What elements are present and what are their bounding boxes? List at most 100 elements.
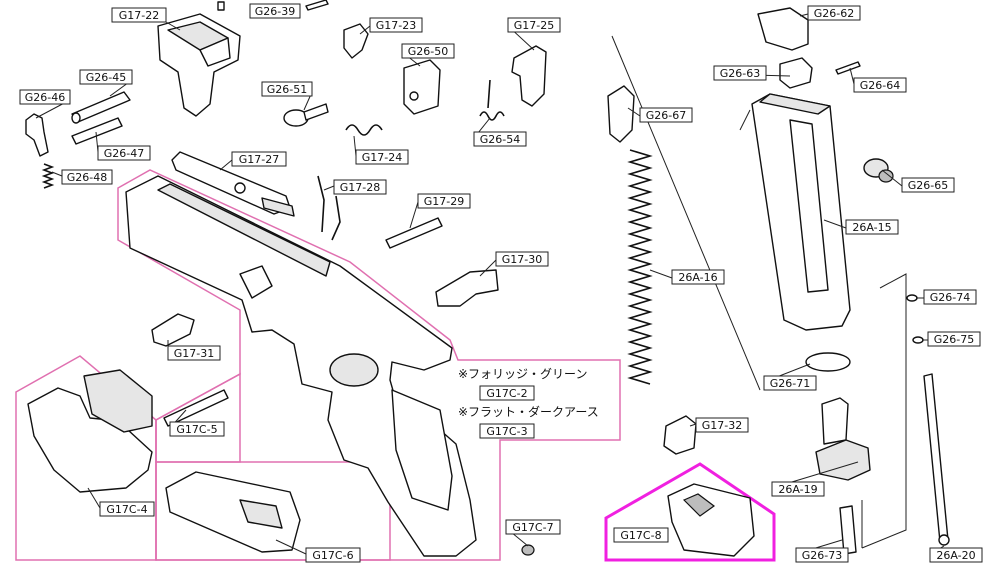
part-label-g26-45: G26-45 bbox=[79, 69, 133, 85]
part-label-g26-62: G26-62 bbox=[807, 5, 861, 21]
part-label-box bbox=[923, 289, 977, 305]
part-label-text: G26-71 bbox=[770, 377, 811, 390]
lever-part bbox=[25, 113, 49, 157]
rod-part bbox=[923, 373, 949, 543]
part-label-box bbox=[169, 421, 225, 437]
part-label-g17-30: G17-30 bbox=[495, 251, 549, 267]
part-label-text: G26-64 bbox=[860, 79, 901, 92]
part-label-text: 26A-16 bbox=[678, 271, 717, 284]
part-label-box bbox=[763, 375, 817, 391]
part-label-box bbox=[99, 501, 155, 517]
part-label-box bbox=[79, 69, 133, 85]
part-label-text: G17C-2 bbox=[486, 387, 527, 400]
part-label-g26-50: G26-50 bbox=[401, 43, 455, 59]
part-label-text: G17-25 bbox=[514, 19, 555, 32]
part-label-text: G26-73 bbox=[802, 549, 843, 562]
locking-block-part bbox=[151, 313, 195, 347]
part-label-text: G17C-8 bbox=[620, 529, 661, 542]
pin-part bbox=[217, 1, 225, 11]
note-foliage: ※フォリッジ・グリーン bbox=[458, 367, 587, 381]
part-label-text: G17C-5 bbox=[176, 423, 217, 436]
part-label-box bbox=[61, 169, 113, 185]
trigger-housing-part bbox=[157, 13, 241, 117]
part-label-g26-67: G26-67 bbox=[639, 107, 693, 123]
baseplate-group-outline bbox=[155, 461, 391, 561]
part-label-box bbox=[167, 345, 221, 361]
part-label-g17-31: G17-31 bbox=[167, 345, 221, 361]
part-label-box bbox=[845, 219, 899, 235]
part-label-26a-16: 26A-16 bbox=[671, 269, 725, 285]
part-label-text: G26-48 bbox=[67, 171, 108, 184]
part-label-box bbox=[231, 151, 287, 167]
pin-part bbox=[71, 91, 131, 123]
group-outlines bbox=[15, 169, 621, 561]
part-label-box bbox=[505, 519, 561, 535]
magazine-spring-part bbox=[627, 149, 653, 385]
wire-spring-part bbox=[317, 175, 341, 241]
part-label-box bbox=[795, 547, 849, 563]
part-label-text: G17C-6 bbox=[312, 549, 353, 562]
part-label-box bbox=[639, 107, 693, 123]
part-label-g17c-8: G17C-8 bbox=[613, 527, 669, 543]
part-label-text: G17-28 bbox=[340, 181, 381, 194]
part-label-g17c-5: G17C-5 bbox=[169, 421, 225, 437]
follower-part bbox=[757, 7, 809, 51]
catch-part bbox=[663, 415, 697, 455]
part-label-box bbox=[473, 131, 527, 147]
part-label-box bbox=[479, 423, 535, 439]
rod-end bbox=[938, 534, 950, 546]
part-label-text: G26-62 bbox=[814, 7, 855, 20]
pistol-frame-part bbox=[125, 175, 477, 557]
part-label-g17c-7: G17C-7 bbox=[505, 519, 561, 535]
part-label-text: G26-39 bbox=[255, 5, 296, 18]
part-label-g17c-3: G17C-3 bbox=[479, 423, 535, 439]
part-label-box bbox=[807, 5, 861, 21]
part-label-g17-29: G17-29 bbox=[417, 193, 471, 209]
part-label-g17-32: G17-32 bbox=[695, 417, 749, 433]
part-label-text: G17-31 bbox=[174, 347, 215, 360]
part-label-text: G26-51 bbox=[267, 83, 308, 96]
ring-part bbox=[906, 294, 918, 302]
part-label-g17-23: G17-23 bbox=[369, 17, 423, 33]
part-label-text: G17C-7 bbox=[512, 521, 553, 534]
highlight-outline bbox=[604, 462, 776, 562]
part-label-text: 26A-19 bbox=[778, 483, 817, 496]
ring-part bbox=[912, 336, 924, 344]
part-label-box bbox=[479, 385, 535, 401]
pin-part bbox=[163, 389, 229, 427]
part-label-box bbox=[507, 17, 561, 33]
part-label-box bbox=[355, 149, 409, 165]
o-ring-part bbox=[805, 352, 851, 372]
assembly-line bbox=[861, 273, 907, 549]
part-label-box bbox=[19, 89, 71, 105]
block-part bbox=[403, 59, 441, 115]
part-label-box bbox=[771, 481, 825, 497]
part-label-text: G17-27 bbox=[239, 153, 280, 166]
color-notes: ※フォリッジ・グリーン※フラット・ダークアース bbox=[458, 367, 599, 419]
part-label-g26-74: G26-74 bbox=[923, 289, 977, 305]
part-label-g26-71: G26-71 bbox=[763, 375, 817, 391]
part-label-g26-47: G26-47 bbox=[97, 145, 151, 161]
part-label-box bbox=[249, 3, 301, 19]
part-label-text: G26-50 bbox=[408, 45, 449, 58]
part-label-text: G26-67 bbox=[646, 109, 687, 122]
slide-stop-part bbox=[435, 269, 499, 307]
part-label-box bbox=[695, 417, 749, 433]
part-label-box bbox=[305, 547, 361, 563]
part-label-g26-54: G26-54 bbox=[473, 131, 527, 147]
part-label-box bbox=[929, 547, 983, 563]
part-label-box bbox=[495, 251, 549, 267]
part-label-box bbox=[613, 527, 669, 543]
part-label-26a-15: 26A-15 bbox=[845, 219, 899, 235]
part-label-box bbox=[713, 65, 767, 81]
part-label-g17c-2: G17C-2 bbox=[479, 385, 535, 401]
magazine-baseplate-part bbox=[165, 471, 301, 553]
part-label-g17-28: G17-28 bbox=[333, 179, 387, 195]
magazine-body-part bbox=[751, 93, 851, 331]
part-label-text: G17C-4 bbox=[106, 503, 147, 516]
part-label-text: G17C-3 bbox=[486, 425, 527, 438]
part-label-g17c-4: G17C-4 bbox=[99, 501, 155, 517]
part-label-box bbox=[901, 177, 955, 193]
part-label-text: 26A-20 bbox=[936, 549, 975, 562]
